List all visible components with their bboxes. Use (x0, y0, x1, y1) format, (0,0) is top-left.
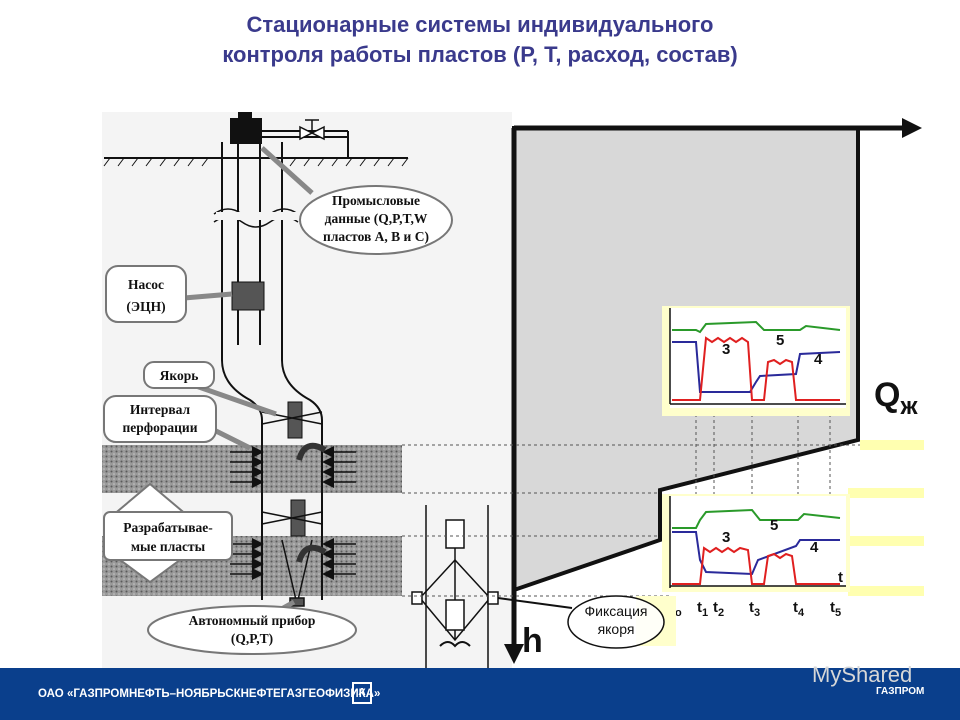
watermark: MyShared (812, 662, 913, 687)
flow-axis-arrow (902, 118, 922, 138)
perforation-label-line-1: Интервал (130, 402, 191, 417)
lower-graph-label-3: 3 (722, 529, 730, 546)
upper-red-curve (672, 336, 840, 401)
callout-perforation: Интервал перфорации (103, 395, 252, 451)
casing-break (216, 212, 300, 220)
anchor-label: Якорь (160, 368, 199, 383)
upper-blue-curve (672, 341, 841, 393)
pump-label-line-1: Насос (128, 277, 164, 292)
device-label-line-1: Автономный прибор (189, 613, 316, 628)
field-data-line-1: Промысловые (332, 193, 420, 208)
tick-t5: t5 (830, 599, 841, 619)
upper-graph: 3 5 4 (662, 306, 850, 416)
upper-green-curve (672, 320, 841, 334)
inflow-arrows-lower (230, 538, 356, 580)
layers-label-line-2: мые пласты (131, 539, 206, 554)
lower-graph-label-4: 4 (810, 539, 819, 556)
callout-anchor-fix: Фиксация якоря (567, 595, 676, 649)
callout-device: Автономный прибор (Q,P,T) (147, 599, 357, 655)
tick-t3: t3 (749, 599, 760, 619)
callout-pump: Насос (ЭЦН) (105, 265, 233, 323)
tick-t1: t1 (697, 599, 708, 619)
lower-graph: 3 5 4 t (662, 494, 850, 592)
tick-t2: t2 (713, 599, 724, 619)
title-line-1: Стационарные системы индивидуального (246, 12, 714, 37)
callout-anchor: Якорь (143, 361, 277, 417)
tick-t4: t4 (793, 599, 805, 619)
well-casing (213, 142, 323, 600)
layers-label-line-1: Разрабатывае- (123, 520, 213, 535)
device-label-line-2: (Q,P,T) (231, 631, 273, 646)
lower-red-curve (672, 546, 840, 585)
ground-surface (103, 157, 409, 167)
footer-company: ОАО «ГАЗПРОМНЕФТЬ–НОЯБРЬСКНЕФТЕГАЗГЕОФИЗ… (38, 688, 381, 700)
wellhead (230, 112, 349, 158)
upper-graph-label-4: 4 (814, 351, 823, 368)
title-line-2: контроля работы пластов (Р, Т, расход, с… (222, 42, 738, 67)
flow-curl-upper (296, 442, 327, 461)
upper-graph-label-3: 3 (722, 341, 730, 358)
gazprom-logo: ГАЗПРОМ (876, 686, 925, 697)
lower-blue-curve (672, 531, 840, 576)
callout-layers: Разрабатывае- мые пласты (103, 482, 233, 584)
time-ticks: to t1 t2 t3 t4 t5 (670, 599, 841, 619)
callout-field-data: Промысловые данные (Q,P,T,W пластов А, В… (260, 146, 453, 255)
lower-green-curve (672, 508, 841, 529)
depth-axis-arrow (504, 644, 524, 664)
flow-curl-lower (296, 544, 327, 563)
footer-bar: ОАО «ГАЗПРОМНЕФТЬ–НОЯБРЬСКНЕФТЕГАЗГЕОФИЗ… (0, 668, 960, 720)
anchor-fix-pointer (497, 597, 573, 609)
anchor-fixing-well (411, 505, 499, 668)
pump-esp (231, 281, 265, 311)
anchor-upper (261, 401, 323, 439)
field-data-line-3: пластов А, В и С) (323, 229, 429, 244)
slide-title: Стационарные системы индивидуального кон… (0, 10, 960, 70)
anchor-fix-line-2: якоря (598, 621, 635, 637)
pump-label-line-2: (ЭЦН) (126, 299, 165, 314)
lower-graph-label-5: 5 (770, 517, 778, 534)
anchor-lower (261, 499, 323, 537)
company-mark-icon: А (352, 682, 372, 704)
field-data-line-2: данные (Q,P,T,W (325, 211, 428, 226)
upper-graph-label-5: 5 (776, 332, 784, 349)
flow-axis-label: Qж (874, 376, 918, 420)
perforation-label-line-2: перфорации (123, 420, 198, 435)
depth-axis-label: h (522, 622, 543, 660)
inflow-arrows-upper (230, 446, 356, 488)
side-marks (848, 440, 924, 596)
anchor-fix-line-1: Фиксация (585, 603, 648, 619)
time-axis-label: t (838, 569, 843, 586)
